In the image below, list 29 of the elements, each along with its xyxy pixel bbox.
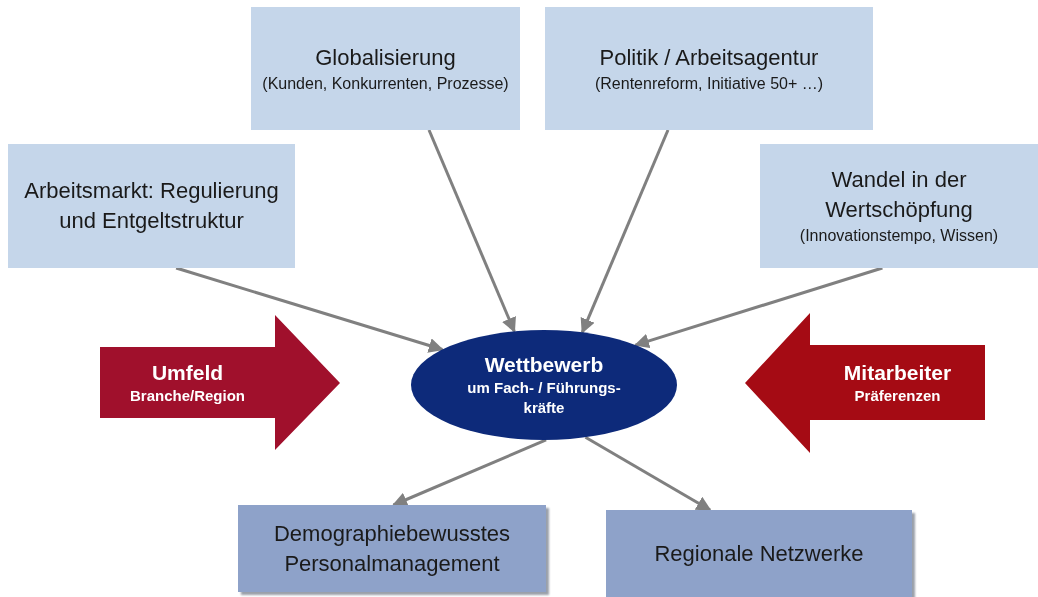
node-title: Politik / Arbeitsagentur	[599, 43, 819, 72]
node-title: Mitarbeiter	[843, 360, 952, 386]
factor-box	[760, 144, 1038, 268]
node-title: Regionale Netzwerke	[654, 539, 864, 568]
node-title: Arbeitsmarkt: Regulierung und Entgeltstruktur	[23, 177, 280, 235]
result-box	[238, 505, 546, 592]
arrow	[634, 266, 883, 349]
node-title: Wettbewerb	[484, 352, 604, 378]
node-title: Wandel in der Wertschöpfung	[824, 166, 974, 224]
node-subtitle: um Fach- / Führungs- kräfte	[466, 378, 622, 418]
block-arrow	[100, 315, 340, 450]
result-box	[606, 510, 912, 597]
arrow	[584, 435, 712, 512]
node-subtitle: (Rentenreform, Initiative 50+ …)	[594, 73, 824, 94]
factor-box	[251, 7, 520, 130]
arrow	[580, 129, 670, 334]
node-subtitle: (Kunden, Konkurrenten, Prozesse)	[262, 73, 509, 94]
arrow	[392, 438, 547, 507]
node-subtitle: Präferenzen	[854, 386, 941, 406]
node-title: Demographiebewusstes Personalmanagement	[273, 519, 511, 578]
factor-box	[545, 7, 873, 130]
block-arrow	[745, 313, 985, 453]
factor-box	[8, 144, 295, 268]
node-title: Umfeld	[151, 359, 224, 386]
arrow	[427, 129, 516, 333]
node-title: Globalisierung	[315, 43, 456, 72]
node-subtitle: (Innovationstempo, Wissen)	[799, 226, 999, 246]
node-subtitle: Branche/Region	[130, 385, 245, 406]
arrow	[175, 266, 444, 353]
